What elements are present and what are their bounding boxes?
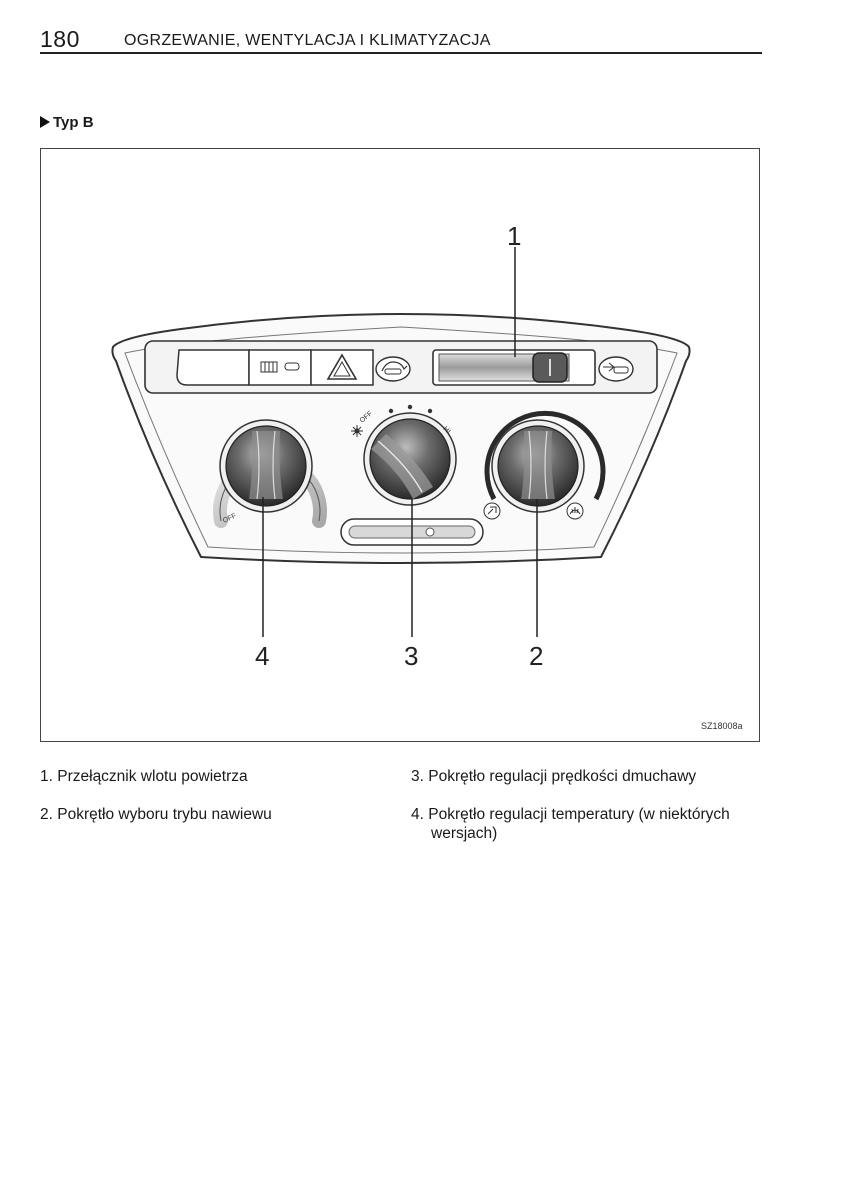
rear-defog-switch xyxy=(248,349,312,386)
legend-number: 4. xyxy=(411,806,424,823)
section-label-text: Typ B xyxy=(53,114,94,131)
legend-text: Pokrętło wyboru trybu nawiewu xyxy=(57,806,272,823)
legend-item-4: 4. Pokrętło regulacji temperatury (w nie… xyxy=(411,805,781,843)
fan-icon xyxy=(351,425,363,437)
legend-number: 3. xyxy=(411,768,424,785)
mode-knob-assembly xyxy=(483,410,606,520)
callout-1: 1 xyxy=(507,221,521,251)
callout-2: 2 xyxy=(529,641,543,671)
temperature-knob-assembly: OFF xyxy=(213,419,327,528)
legend-text-continued: wersjach) xyxy=(431,825,498,842)
control-panel-illustration: OFF OFF HI xyxy=(111,221,743,731)
page-header: 180 OGRZEWANIE, WENTYLACJA I KLIMATYZACJ… xyxy=(40,26,762,54)
legend-text: Pokrętło regulacji temperatury (w niektó… xyxy=(428,806,730,823)
fan-speed-knob-assembly: OFF HI xyxy=(351,404,457,506)
recirculation-icon xyxy=(375,356,411,382)
hazard-icon xyxy=(326,353,358,380)
legend-text: Pokrętło regulacji prędkości dmuchawy xyxy=(428,768,697,785)
chapter-title: OGRZEWANIE, WENTYLACJA I KLIMATYZACJA xyxy=(124,32,491,49)
triangle-bullet-icon xyxy=(40,116,50,128)
defrost-mode-icon xyxy=(566,502,584,520)
legend-text: Przełącznik wlotu powietrza xyxy=(57,768,248,785)
figure-frame: OFF OFF HI xyxy=(40,148,760,742)
legend-item-3: 3. Pokrętło regulacji prędkości dmuchawy xyxy=(411,767,696,786)
legend-number: 1. xyxy=(40,768,53,785)
blank-switch xyxy=(176,349,250,386)
callout-3: 3 xyxy=(404,641,418,671)
fan-hi-label: HI xyxy=(442,425,452,435)
section-label: Typ B xyxy=(40,114,94,131)
legend-number: 2. xyxy=(40,806,53,823)
page-number: 180 xyxy=(40,26,80,52)
rear-defog-icon xyxy=(260,361,300,373)
panel-inner-edge xyxy=(124,326,678,554)
figure-code: SZ18008a xyxy=(701,721,743,731)
face-vent-mode-icon xyxy=(483,502,501,520)
legend-item-2: 2. Pokrętło wyboru trybu nawiewu xyxy=(40,805,272,824)
legend-item-1: 1. Przełącznik wlotu powietrza xyxy=(40,767,248,786)
callout-4: 4 xyxy=(255,641,269,671)
fresh-air-icon xyxy=(598,356,634,382)
